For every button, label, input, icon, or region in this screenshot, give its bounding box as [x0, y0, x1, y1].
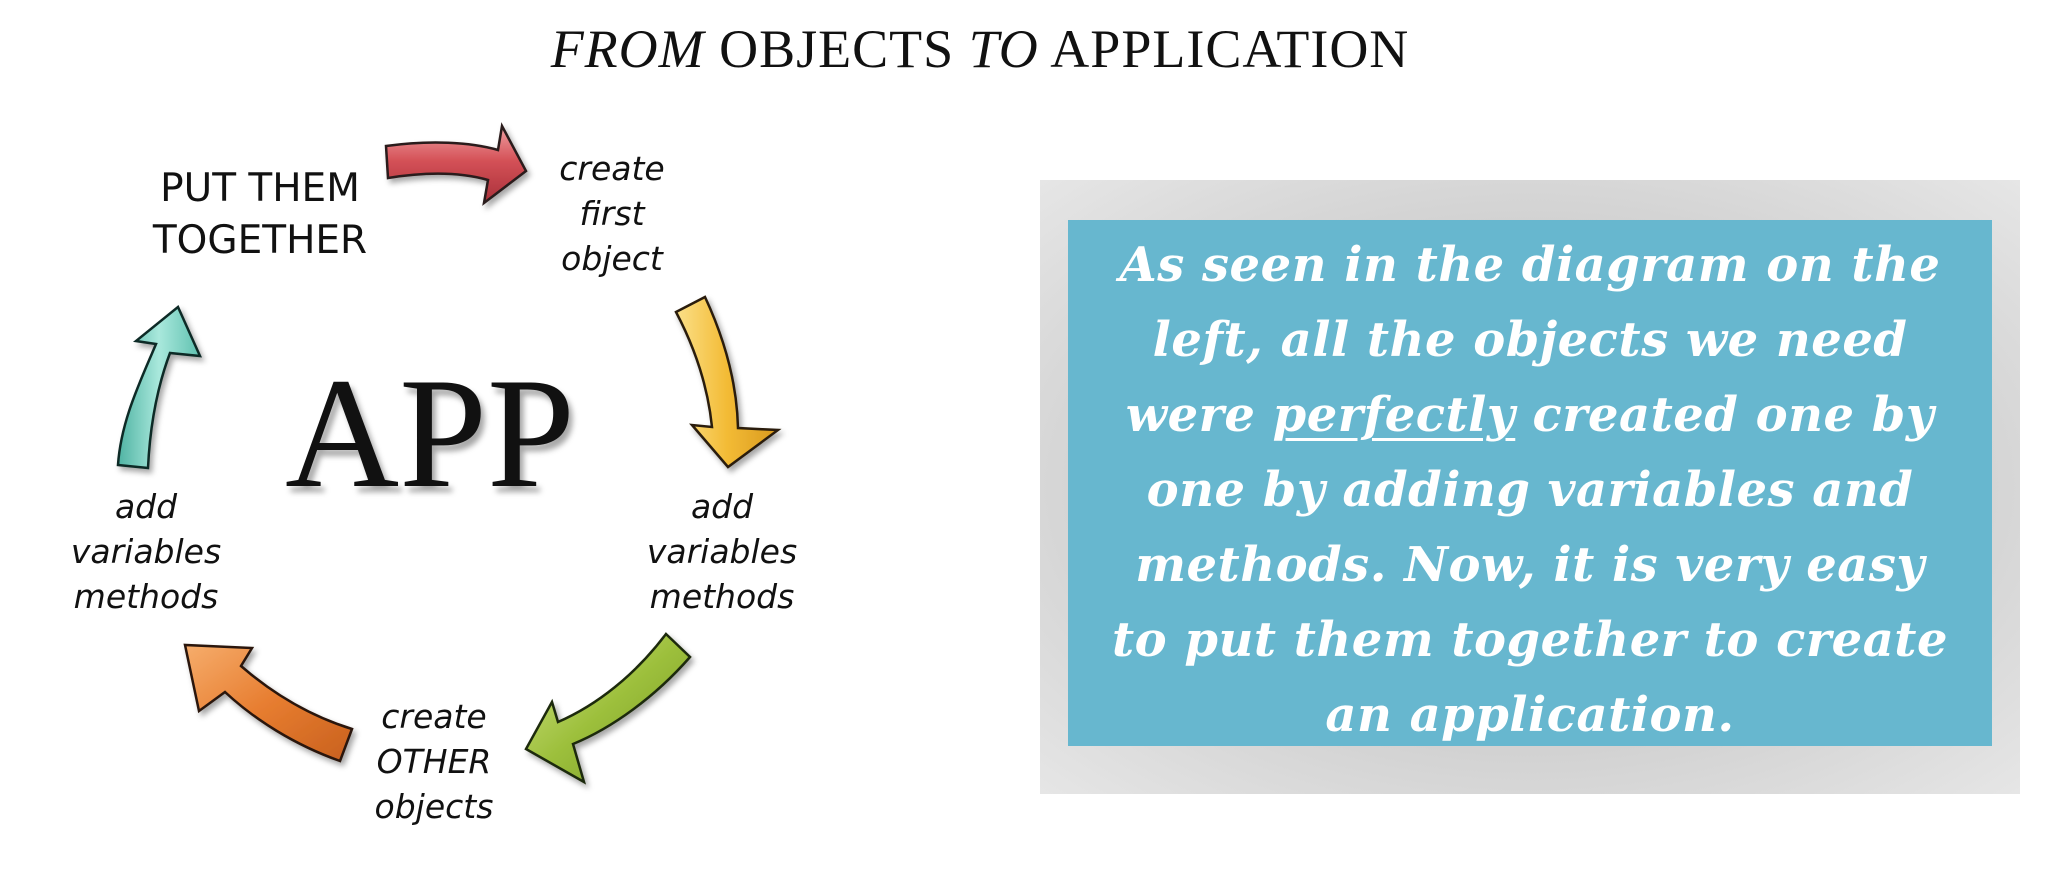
title-application: APPLICATION: [1038, 19, 1410, 79]
step-create-other-line2: OTHER: [376, 742, 492, 781]
info-line-3-post: created one by: [1515, 387, 1935, 443]
info-emphasis-perfectly: perfectly: [1272, 387, 1516, 443]
step-add-left-line2: variables: [70, 532, 222, 571]
app-label: APP: [285, 346, 575, 521]
info-line-7: an application.: [1325, 687, 1735, 743]
cycle-diagram: APP PUT THEM TOGETHER create first objec…: [0, 0, 1000, 894]
step-put-together: PUT THEM TOGETHER: [140, 163, 380, 267]
arrow-orange: [183, 643, 354, 763]
arrow-yellow: [674, 295, 782, 469]
step-create-first-line2: first: [579, 194, 645, 233]
step-add-right-line1: add: [690, 487, 754, 526]
step-create-first-line1: create: [559, 149, 665, 188]
cycle-arrows: [116, 122, 782, 785]
step-create-other-line1: create: [381, 697, 487, 736]
step-add-left-line1: add: [114, 487, 178, 526]
info-frame: As seen in the diagram on the left, all …: [1040, 180, 2020, 794]
info-line-6: to put them together to create: [1111, 612, 1948, 668]
arrow-teal: [116, 305, 203, 470]
info-box: As seen in the diagram on the left, all …: [1068, 220, 1992, 746]
info-line-2: left, all the objects we need: [1152, 312, 1908, 368]
step-add-right-line2: variables: [646, 532, 798, 571]
info-line-5: methods. Now, it is very easy: [1135, 537, 1925, 593]
title-from: FROM: [550, 19, 705, 79]
step-add-left: add variables methods: [56, 484, 236, 619]
info-text: As seen in the diagram on the left, all …: [1074, 228, 1986, 753]
info-line-3-pre: were: [1125, 387, 1273, 443]
arrow-green: [524, 632, 692, 785]
step-create-other-line3: objects: [374, 787, 494, 826]
arrow-red: [384, 122, 528, 206]
info-line-4: one by adding variables and: [1146, 462, 1914, 518]
step-create-other: create OTHER objects: [354, 694, 514, 829]
step-add-right: add variables methods: [632, 484, 812, 619]
info-line-3: were perfectly created one by: [1074, 378, 1986, 453]
step-create-first-line3: object: [561, 239, 663, 278]
step-add-left-line3: methods: [73, 577, 219, 616]
title-to: TO: [968, 19, 1039, 79]
page-title: FROM OBJECTS TO APPLICATION: [0, 18, 1960, 80]
step-put-together-line2: TOGETHER: [152, 218, 368, 263]
title-objects: OBJECTS: [704, 19, 969, 79]
step-put-together-line1: PUT THEM: [160, 166, 360, 211]
step-create-first: create first object: [532, 146, 692, 281]
step-add-right-line3: methods: [649, 577, 795, 616]
info-line-1: As seen in the diagram on the: [1119, 237, 1941, 293]
